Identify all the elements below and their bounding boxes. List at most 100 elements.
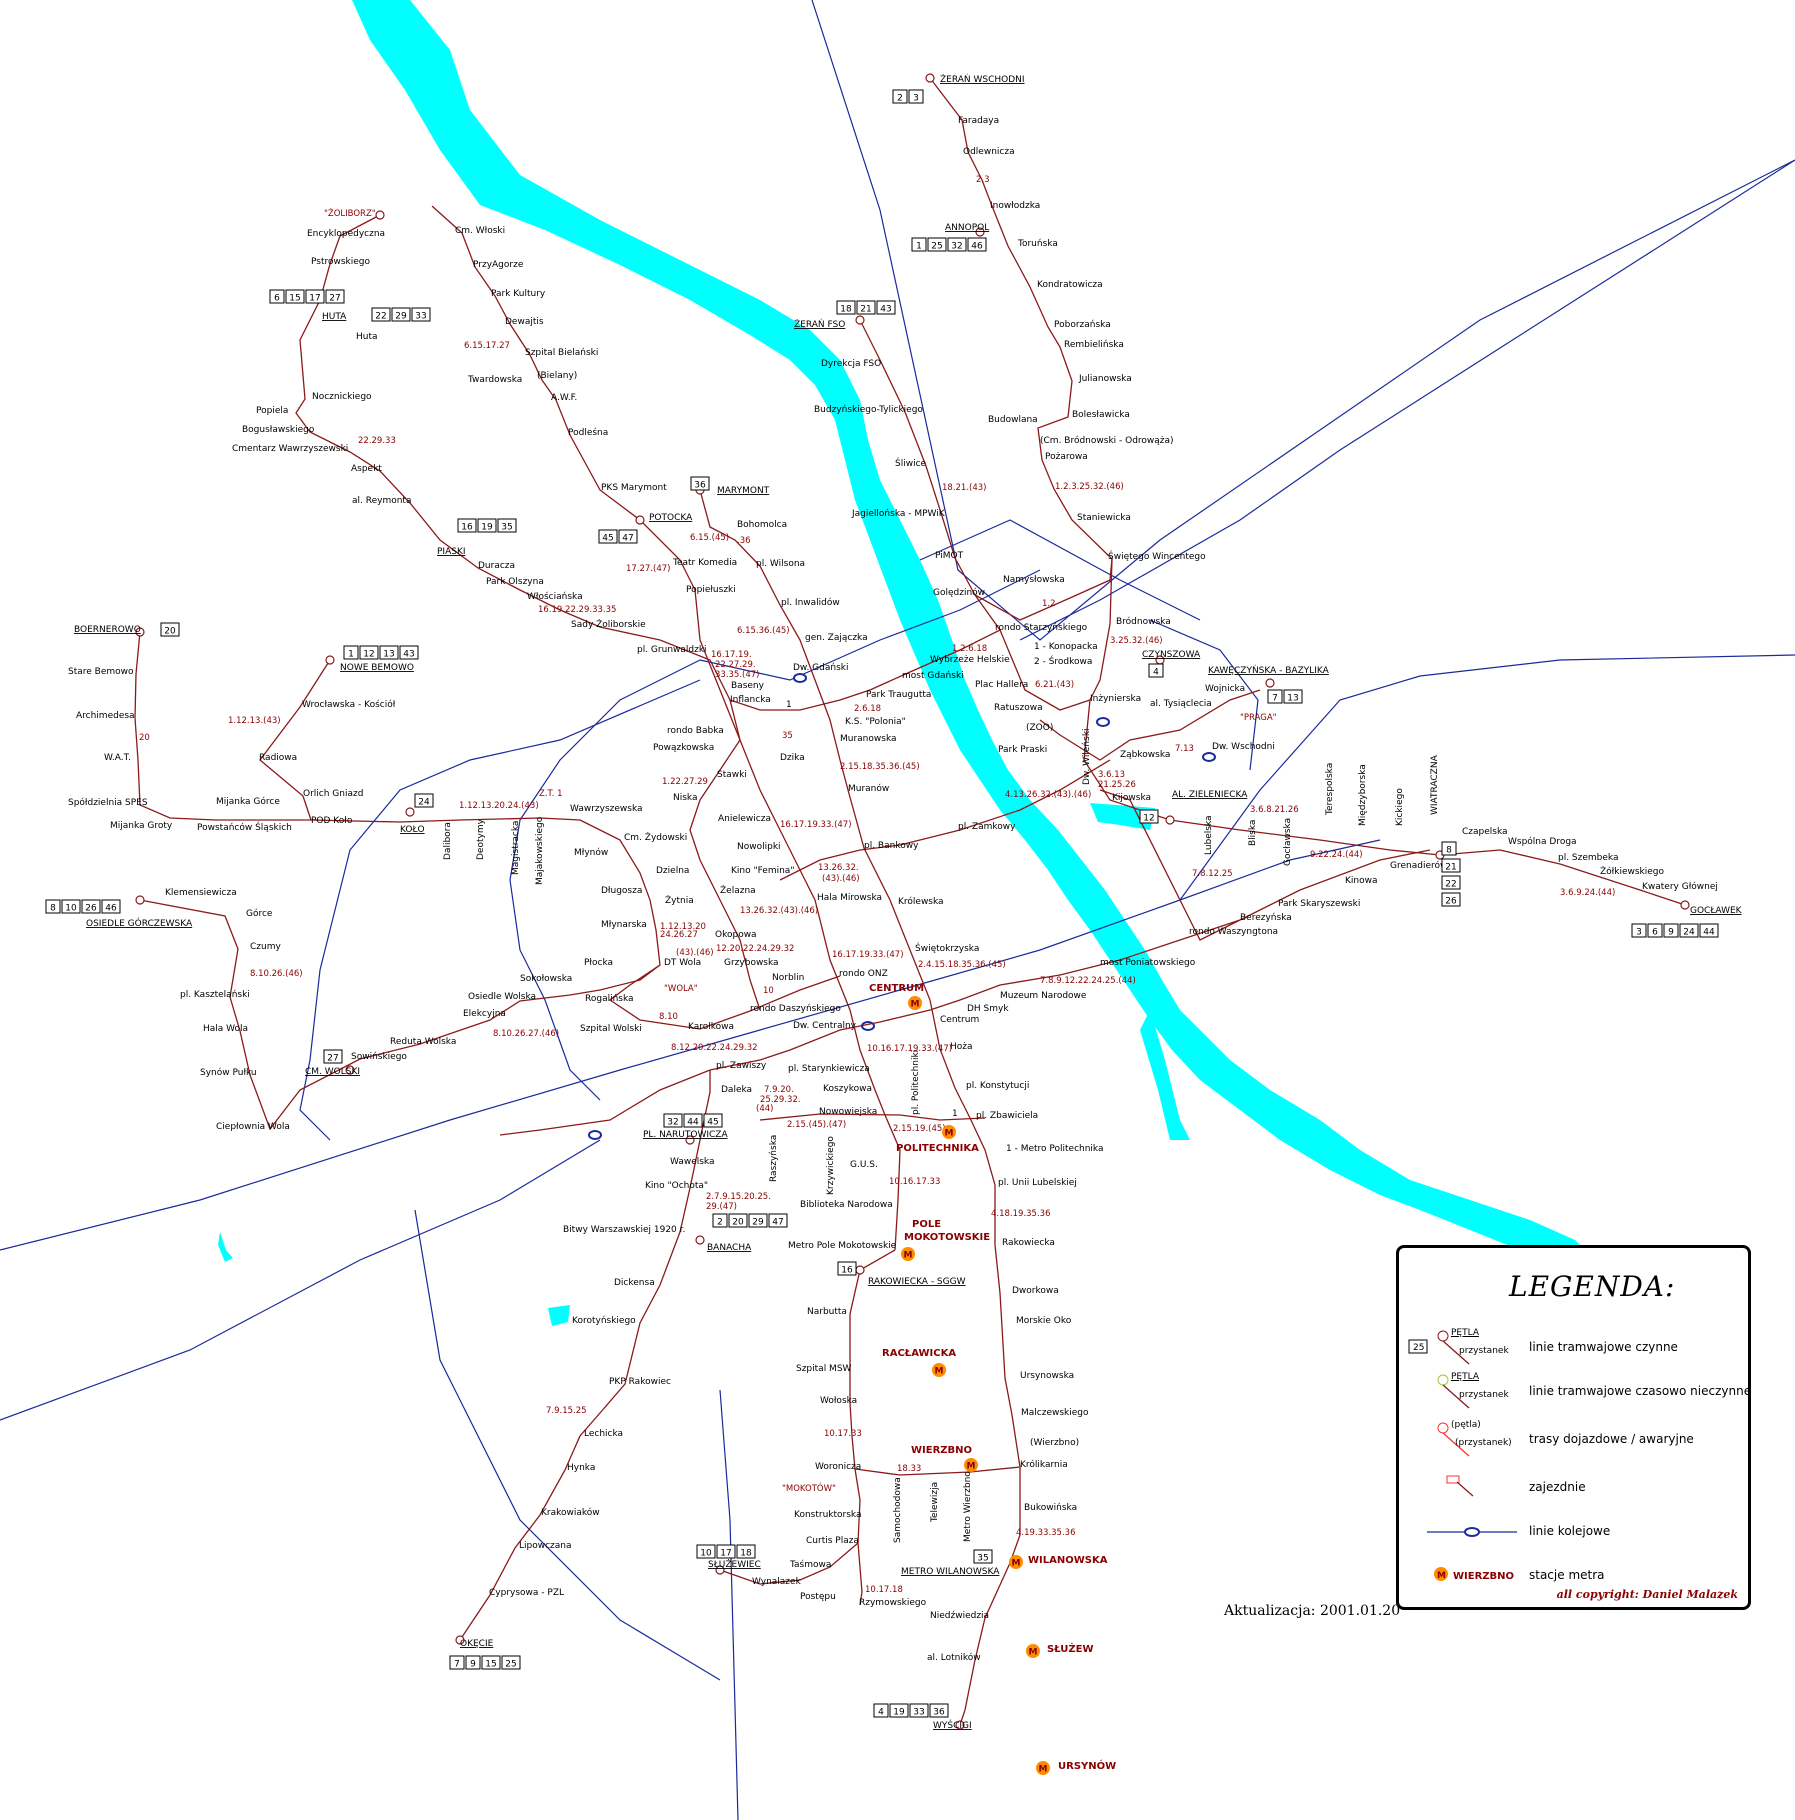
stop-label: BANACHA xyxy=(707,1243,752,1253)
line-number: 32 xyxy=(951,242,962,252)
stop-label: (43).(46) xyxy=(676,948,714,958)
line-number: 43 xyxy=(403,650,414,660)
stop-label: rondo Babka xyxy=(667,726,724,736)
stop-label-vertical: Gocławska xyxy=(1283,818,1293,866)
stop-label: Włościańska xyxy=(527,591,583,602)
stop-label: OKĘCIE xyxy=(460,1639,494,1649)
line-number-box xyxy=(663,1113,683,1128)
line-number-box xyxy=(873,1703,889,1718)
stop-label-vertical: Międzyborska xyxy=(1358,764,1368,826)
stop-label: Bogusławskiego xyxy=(242,425,315,435)
stop-label-vertical: Telewizja xyxy=(930,1482,940,1523)
legend-label-inactive: linie tramwajowe czasowo nieczynne xyxy=(1529,1384,1752,1398)
line-number-box xyxy=(927,237,947,252)
stop-label: Reduta Wolska xyxy=(390,1037,456,1047)
line-number-box xyxy=(768,1213,788,1228)
update-date: Aktualizacja: 2001.01.20 xyxy=(1224,1603,1401,1619)
stop-label: POLE xyxy=(912,1219,941,1230)
copyright: all copyright: Daniel Malazek xyxy=(1556,1588,1738,1601)
line-number: 16 xyxy=(841,1266,853,1276)
stop-label: KOŁO xyxy=(400,825,425,835)
line-number: 6 xyxy=(274,294,280,304)
stop-label: 16.19.22.29.33.35 xyxy=(538,605,616,615)
line-number-box xyxy=(1441,875,1461,890)
stop-label: Koszykowa xyxy=(823,1084,872,1094)
line-number: 13 xyxy=(1287,694,1298,704)
stop-label: 8.10.26.27.(46) xyxy=(493,1029,559,1039)
line-number: 15 xyxy=(289,294,300,304)
stop-label: Inowłodzka xyxy=(990,201,1040,211)
stop-label: Norblin xyxy=(772,973,804,983)
stop-label: Julianowska xyxy=(1078,374,1132,384)
line-number: 7 xyxy=(1272,694,1278,704)
stop-labels: ŻERAŃ WSCHODNIFaradayaOdlewnicza2.3Inowł… xyxy=(68,73,1743,1772)
stop-label: KAWĘCZYŃSKA - BAZYLIKA xyxy=(1208,664,1330,676)
access-route-icon xyxy=(1437,1422,1470,1457)
stop-label: URSYNÓW xyxy=(1058,1759,1116,1772)
line-number: 1 xyxy=(916,242,922,252)
stop-label: Narbutta xyxy=(807,1307,847,1317)
metro-station-icon: M xyxy=(1026,1644,1040,1658)
stop-label: 25.29.32. xyxy=(760,1095,801,1105)
line-number-box xyxy=(728,1213,748,1228)
stop-label: 8.12.20.22.24.29.32 xyxy=(671,1043,758,1053)
line-number-box xyxy=(481,1655,501,1670)
stop-label: 1 - Metro Politechnika xyxy=(1006,1144,1104,1154)
stop-label: PiMOT xyxy=(935,551,964,561)
stop-label: Bukowińska xyxy=(1024,1503,1077,1513)
line-number: 9 xyxy=(1668,928,1674,938)
stop-label: 3.6.13 xyxy=(1098,770,1125,780)
stop-label: Ząbkowska xyxy=(1120,750,1170,760)
line-number: 29 xyxy=(395,312,407,322)
stop-label: Wawelska xyxy=(670,1157,715,1167)
stop-label: pl. Zawiszy xyxy=(716,1061,767,1071)
line-number-group: 36 xyxy=(690,476,710,491)
stop-label: Namysłowska xyxy=(1003,575,1065,585)
line-number: 10 xyxy=(700,1549,712,1559)
railway-icon xyxy=(1427,1527,1517,1537)
stop-label-vertical: Bliska xyxy=(1248,820,1258,846)
stop-label: Metro Pole Mokotowskie xyxy=(788,1241,897,1251)
stop-label-vertical: Raszyńska xyxy=(769,1135,779,1182)
stop-label: 10.17.18 xyxy=(865,1585,903,1595)
line-number: 33 xyxy=(913,1708,924,1718)
stop-label: (Wierzbno) xyxy=(1030,1438,1079,1448)
stop-label: Wawrzyszewska xyxy=(570,804,643,814)
stop-label: Szpital Wolski xyxy=(580,1024,642,1034)
line-number: 45 xyxy=(707,1118,718,1128)
stop-label: 17.27.(47) xyxy=(626,564,670,574)
line-number: 17 xyxy=(720,1549,731,1559)
stop-label: 33.35.(47) xyxy=(715,670,759,680)
stop-label: Wrocławska - Kościół xyxy=(302,699,396,710)
river-side-channel xyxy=(1140,1010,1190,1140)
line-number-box xyxy=(465,1655,481,1670)
line-number: 19 xyxy=(893,1708,905,1718)
stop-label: SŁUŻEWIEC xyxy=(708,1559,761,1570)
active-tram-loop-icon xyxy=(1408,1330,1470,1365)
metro-station-icon: M xyxy=(932,1363,946,1377)
stop-label: 2.3 xyxy=(976,175,990,185)
stop-label: Mijanka Górce xyxy=(216,796,280,807)
line-number: 21 xyxy=(860,305,871,315)
stop-label: 2.15.(45).(47) xyxy=(787,1120,846,1130)
line-number: 3 xyxy=(913,94,919,104)
line-number: 44 xyxy=(687,1118,699,1128)
stop-label: 13.26.32.(43).(46) xyxy=(740,906,818,916)
stop-label: pl. Konstytucji xyxy=(966,1081,1029,1091)
stop-label: ANNOPOL xyxy=(945,223,989,233)
stop-label: Okopowa xyxy=(715,930,757,940)
stop-label: PKS Marymont xyxy=(601,483,667,493)
stop-label: (44) xyxy=(756,1104,773,1114)
stop-label: 2.4.15.18.35.36.(45) xyxy=(918,960,1006,970)
line-number-box xyxy=(477,518,497,533)
line-number: 27 xyxy=(329,294,340,304)
stop-label: Hynka xyxy=(567,1463,595,1473)
line-number: 24 xyxy=(418,798,430,808)
line-number-box xyxy=(973,1549,993,1564)
line-number-box xyxy=(325,289,345,304)
line-number: 6 xyxy=(1652,928,1658,938)
line-number-box xyxy=(947,237,967,252)
stop-label: Duracza xyxy=(478,561,515,571)
